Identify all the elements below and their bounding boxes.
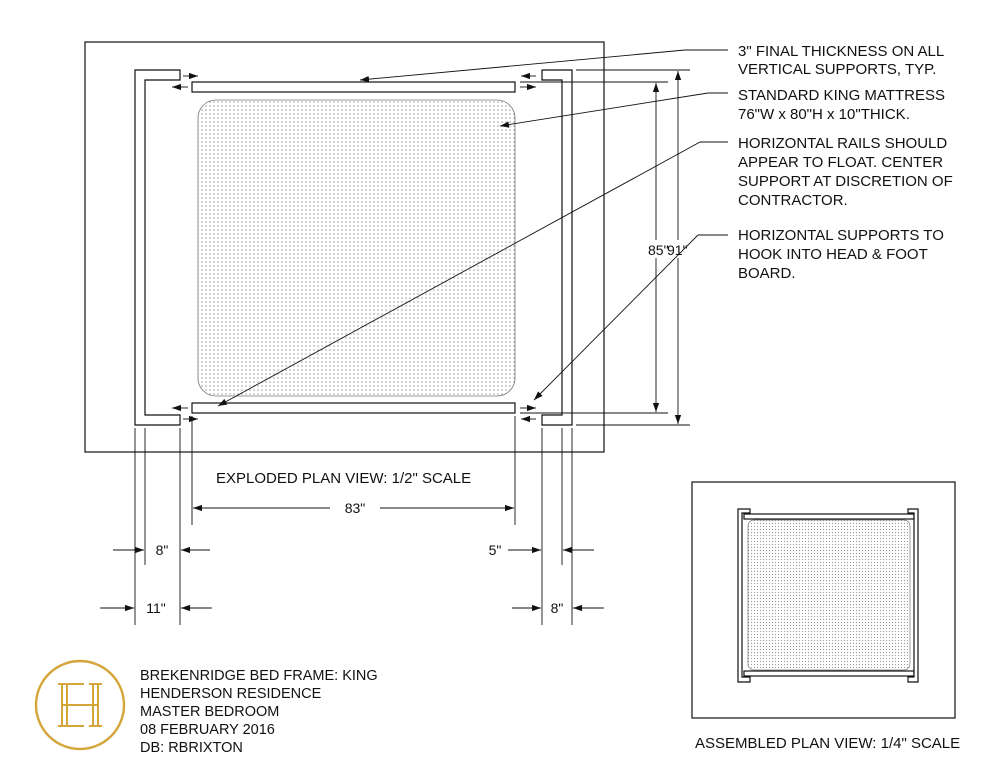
exploded-plan-view: 85" 91" EXPLODED PLAN VIEW: 1/2" SCALE 8… xyxy=(84,41,728,625)
assembled-view-title: ASSEMBLED PLAN VIEW: 1/4" SCALE xyxy=(695,735,960,752)
note-rails-line-4: CONTRACTOR. xyxy=(738,192,848,209)
dim-right-8: 8" xyxy=(551,600,564,616)
title-date: 08 FEBRUARY 2016 xyxy=(140,722,275,738)
note-mattress-line-1: STANDARD KING MATTRESS xyxy=(738,87,945,104)
dim-91: 91" xyxy=(667,242,688,258)
assembled-headboard xyxy=(737,508,751,683)
gap-arrows xyxy=(172,72,536,423)
width-dimension: 83" xyxy=(191,416,516,525)
note-rails-line-1: HORIZONTAL RAILS SHOULD xyxy=(738,135,947,152)
right-8-dimension: 8" xyxy=(512,600,604,616)
room-outline xyxy=(84,41,605,453)
dim-85: 85" xyxy=(648,242,669,258)
board-extension-lines xyxy=(134,428,573,625)
bottom-horizontal-rail xyxy=(191,402,516,414)
note-rails-line-2: APPEAR TO FLOAT. CENTER xyxy=(738,154,943,171)
title-project: BREKENRIDGE BED FRAME: KING xyxy=(140,668,378,684)
note-thickness-line-2: VERTICAL SUPPORTS, TYP. xyxy=(738,61,936,78)
dim-83: 83" xyxy=(345,500,366,516)
vertical-dimensions: 85" 91" xyxy=(520,69,690,426)
assembled-room-outline xyxy=(691,481,956,719)
logo-monogram xyxy=(58,683,102,727)
right-5-dimension: 5" xyxy=(489,542,594,558)
assembled-top-rail xyxy=(743,513,915,520)
note-rails-line-3: SUPPORT AT DISCRETION OF xyxy=(738,173,953,190)
left-11-dimension: 11" xyxy=(100,600,212,616)
logo-ring xyxy=(34,659,126,751)
assembled-footboard xyxy=(907,508,919,683)
title-room: MASTER BEDROOM xyxy=(140,704,279,720)
top-horizontal-rail xyxy=(191,81,516,93)
assembled-mattress xyxy=(747,519,911,671)
note-supports-line-1: HORIZONTAL SUPPORTS TO xyxy=(738,227,944,244)
footboard xyxy=(541,69,573,426)
he-logo xyxy=(34,659,126,751)
note-supports-line-2: HOOK INTO HEAD & FOOT xyxy=(738,246,928,263)
assembled-bottom-rail xyxy=(743,670,915,677)
left-8-dimension: 8" xyxy=(113,542,210,558)
note-mattress-line-2: 76"W x 80"H x 10"THICK. xyxy=(738,106,910,123)
notes: 3" FINAL THICKNESS ON ALL VERTICAL SUPPO… xyxy=(738,43,953,282)
title-block: BREKENRIDGE BED FRAME: KING HENDERSON RE… xyxy=(34,659,378,756)
dim-left-11: 11" xyxy=(146,600,166,616)
mattress xyxy=(197,99,516,397)
dim-right-5: 5" xyxy=(489,542,502,558)
headboard xyxy=(134,69,181,426)
note-thickness-line-1: 3" FINAL THICKNESS ON ALL xyxy=(738,43,944,60)
exploded-view-title: EXPLODED PLAN VIEW: 1/2" SCALE xyxy=(216,470,471,487)
note-supports-line-3: BOARD. xyxy=(738,265,796,282)
note-leaders xyxy=(217,49,728,407)
title-client: HENDERSON RESIDENCE xyxy=(140,686,322,702)
title-drawn-by: DB: RBRIXTON xyxy=(140,740,243,756)
assembled-plan-view: ASSEMBLED PLAN VIEW: 1/4" SCALE xyxy=(691,481,960,752)
dim-left-8: 8" xyxy=(156,542,169,558)
